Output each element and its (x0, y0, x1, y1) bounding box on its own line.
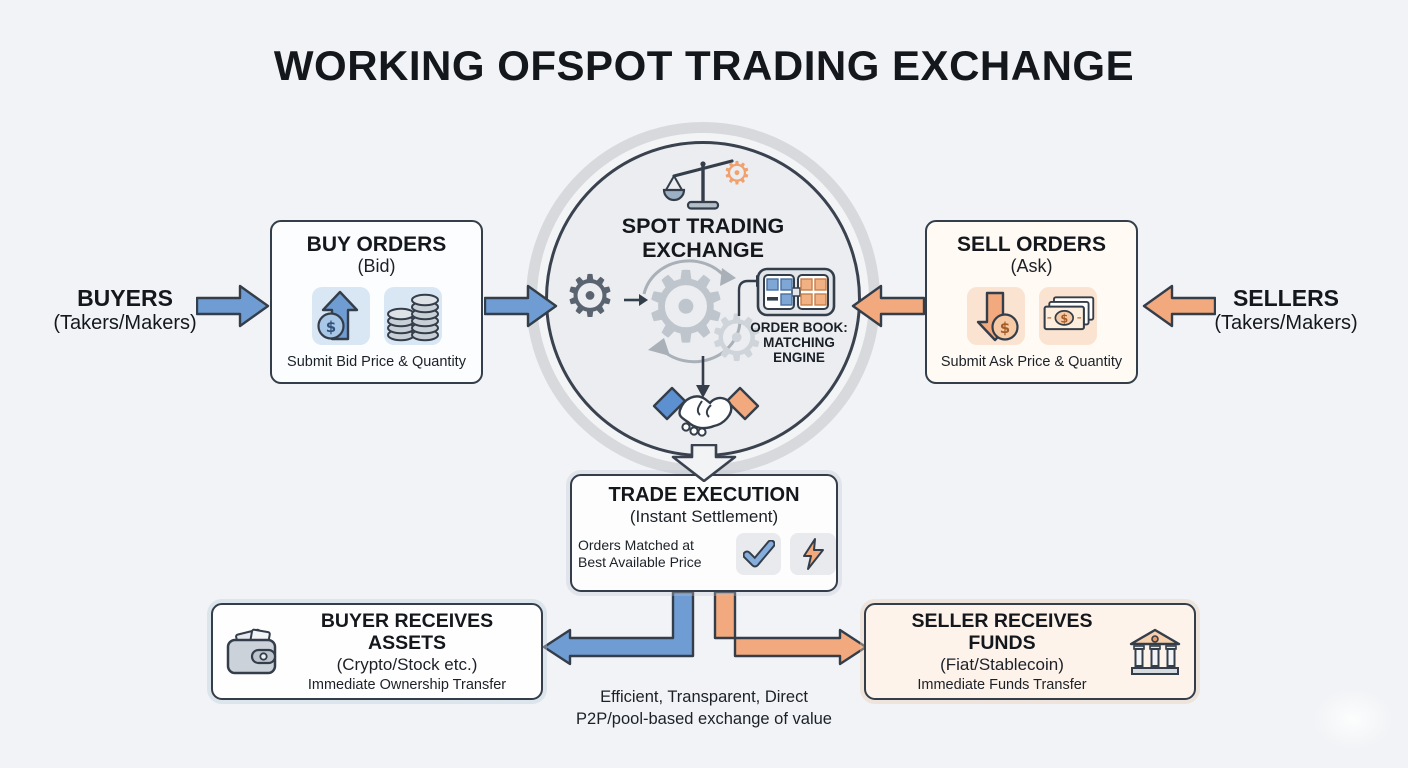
ask-price-tile: $ (966, 286, 1025, 345)
sellers-to-sellbox-arrow (1142, 284, 1216, 328)
buyers-to-buybox-arrow (196, 284, 270, 328)
execution-caption-line1: Orders Matched at (578, 536, 694, 553)
watermark-blob (1312, 688, 1394, 750)
banknotes-icon: $ (1043, 296, 1094, 330)
small-dark-gear-icon: ⚙ (564, 264, 616, 329)
footer-line1: Efficient, Transparent, Direct (600, 688, 808, 706)
large-gear-icon: ⚙ (642, 252, 730, 362)
sellbox-to-hub-arrow (851, 284, 925, 328)
bid-price-tile: $ (311, 286, 370, 345)
order-book-label-line2: MATCHING (763, 335, 835, 351)
gear-flow-arrow-icon (624, 294, 648, 306)
small-light-gear-icon: ⚙ (708, 302, 766, 374)
footer-note: Efficient, Transparent, Direct P2P/pool-… (500, 686, 908, 730)
order-book-label-line3: ENGINE (773, 350, 825, 366)
sellers-title: SELLERS (1232, 285, 1340, 311)
checkmark-icon (742, 540, 775, 568)
bid-up-arrow-icon: $ (316, 290, 358, 340)
buy-orders-title: BUY ORDERS (306, 233, 447, 256)
hub-title-line1: SPOT TRADING (621, 214, 785, 238)
sellers-label: SELLERS (Takers/Makers) (1186, 285, 1386, 335)
sell-orders-subtitle: (Ask) (1010, 256, 1053, 277)
scale-gear-glyph: ⚙ (723, 154, 752, 192)
order-book-label: ORDER BOOK: MATCHING ENGINE (736, 320, 862, 365)
buyers-title: BUYERS (77, 285, 173, 311)
to-seller-arrow (713, 590, 868, 666)
balance-scale-icon: ⚙ (662, 154, 752, 210)
banknote-dollar: $ (1060, 312, 1068, 325)
sell-orders-caption: Submit Ask Price & Quantity (940, 353, 1123, 370)
buybox-to-hub-arrow (484, 284, 558, 328)
hub-to-execution-arrow (671, 444, 737, 482)
buyers-subtitle: (Takers/Makers) (53, 312, 197, 335)
bank-icon (1129, 628, 1181, 675)
coins-stack-icon (386, 293, 439, 341)
buyer-outcome-caption: Immediate Ownership Transfer (307, 677, 507, 694)
trade-execution-title: TRADE EXECUTION (608, 484, 800, 506)
buy-orders-caption: Submit Bid Price & Quantity (287, 353, 466, 370)
sellers-subtitle: (Takers/Makers) (1214, 312, 1358, 335)
order-book-label-line1: ORDER BOOK: (750, 320, 848, 335)
trade-execution-caption: Orders Matched at Best Available Price (572, 537, 727, 572)
bid-dollar: $ (325, 318, 335, 336)
ask-quantity-tile: $ (1038, 286, 1097, 345)
handshake-icon (652, 386, 760, 437)
buyer-outcome-subtitle: (Crypto/Stock etc.) (336, 654, 478, 674)
bid-quantity-tile (383, 286, 442, 345)
buyer-outcome-title: BUYER RECEIVES ASSETS (320, 609, 494, 655)
execution-split-arrows (542, 590, 868, 666)
execution-caption-line2: Best Available Price (578, 554, 702, 571)
matched-check-tile (735, 533, 782, 576)
sell-orders-box: SELL ORDERS (Ask) $ $ (925, 220, 1138, 384)
seller-outcome-box: SELLER RECEIVES FUNDS (Fiat/Stablecoin) … (864, 603, 1196, 700)
ask-dollar: $ (999, 319, 1009, 337)
lightning-icon (803, 538, 825, 571)
seller-outcome-subtitle: (Fiat/Stablecoin) (940, 654, 1064, 674)
seller-outcome-caption: Immediate Funds Transfer (917, 677, 1087, 694)
wallet-icon (226, 628, 277, 674)
to-buyer-arrow (542, 590, 695, 666)
to-handshake-arrow-icon (696, 356, 710, 398)
sell-orders-title: SELL ORDERS (957, 233, 1106, 256)
trade-execution-box: TRADE EXECUTION (Instant Settlement) Ord… (570, 474, 838, 592)
buy-orders-subtitle: (Bid) (357, 256, 396, 277)
instant-tile (790, 533, 837, 576)
hub-title: SPOT TRADING EXCHANGE (526, 214, 880, 262)
seller-outcome-title: SELLER RECEIVES FUNDS (911, 609, 1093, 655)
exchange-hub-content: ⚙ SPOT TRADING EXCHANGE ⚙ ⚙ ⚙ (526, 122, 880, 476)
buyer-outcome-box: BUYER RECEIVES ASSETS (Crypto/Stock etc.… (211, 603, 543, 700)
buyers-label: BUYERS (Takers/Makers) (20, 285, 230, 335)
cycle-arrows-icon (642, 259, 742, 364)
hub-title-line2: EXCHANGE (642, 238, 764, 263)
ask-down-arrow-icon: $ (976, 291, 1019, 341)
trade-execution-subtitle: (Instant Settlement) (629, 507, 779, 526)
order-book-icon (756, 267, 836, 317)
footer-line2: P2P/pool-based exchange of value (576, 710, 832, 729)
page-title: WORKING OFSPOT TRADING EXCHANGE (273, 42, 1135, 89)
buy-orders-box: BUY ORDERS (Bid) $ (270, 220, 483, 384)
